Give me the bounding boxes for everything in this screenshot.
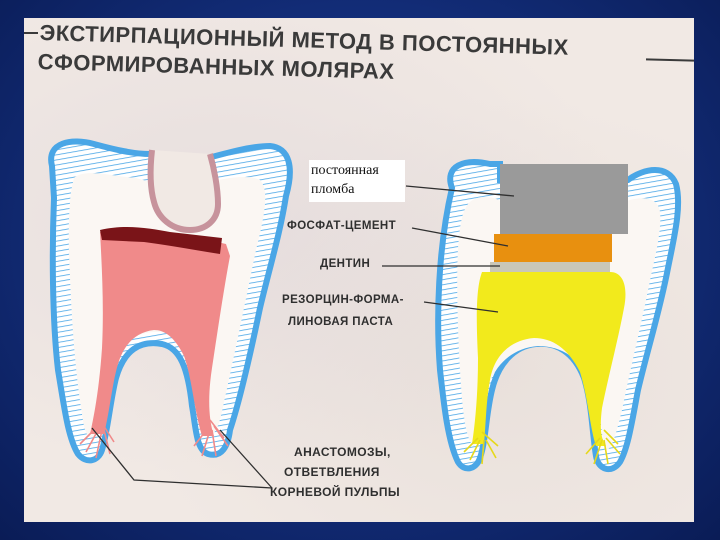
left-tooth-cavity [151, 150, 218, 230]
label-anast-line2: ОТВЕТВЛЕНИЯ [284, 462, 380, 482]
label-phosphate-cement: ФОСФАТ-ЦЕМЕНТ [287, 220, 396, 232]
right-tooth-cement [494, 234, 612, 262]
label-anast-line3: КОРНЕВОЙ ПУЛЬПЫ [270, 482, 400, 502]
label-dentin: ДЕНТИН [320, 258, 370, 270]
label-anast-line1: АНАСТОМОЗЫ, [294, 442, 391, 462]
right-tooth [438, 162, 678, 469]
leader-anast-right [220, 430, 272, 488]
label-permanent-filling: постоянная пломба [309, 160, 405, 202]
left-tooth [51, 142, 290, 461]
slide-frame: ЭКСТИРПАЦИОННЫЙ МЕТОД В ПОСТОЯННЫХ СФОРМ… [24, 18, 694, 522]
label-resorcin-line2: ЛИНОВАЯ ПАСТА [288, 316, 393, 328]
label-permanent-filling-line1: постоянная [309, 160, 405, 179]
label-permanent-filling-line2: пломба [309, 179, 405, 198]
right-tooth-dentin-layer [490, 262, 610, 272]
right-tooth-filling [500, 164, 628, 234]
label-resorcin-line1: РЕЗОРЦИН-ФОРМА- [282, 294, 404, 306]
